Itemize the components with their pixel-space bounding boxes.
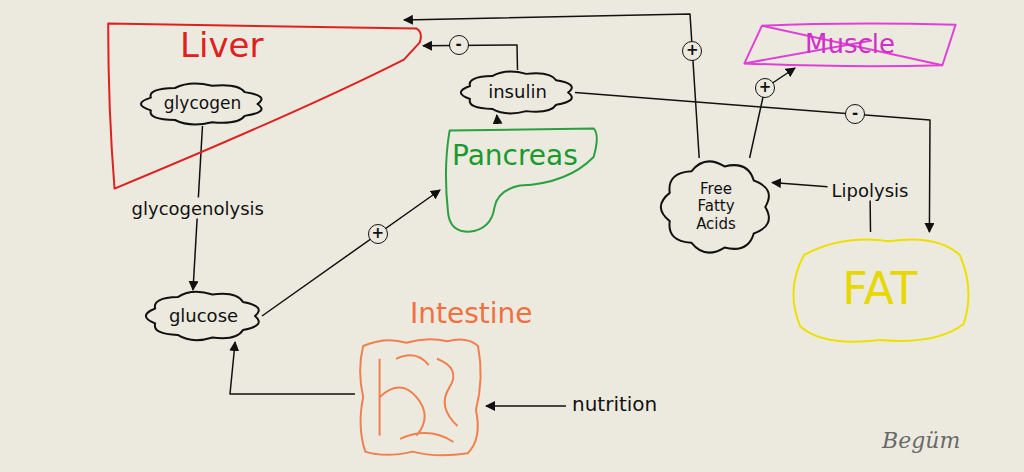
intestine-stroke [360,339,481,455]
pancreas-stroke [446,128,597,231]
cloud-stroke [661,161,769,252]
sign-marker: + [682,41,702,61]
cloud-node: glucose [145,290,262,342]
cloud-node: glycogen [140,82,265,126]
connector-arrow [496,115,498,124]
connector-arrow [575,93,930,233]
node-text: Free Fatty Acids [684,181,748,233]
liver-stroke [108,23,421,188]
organ-intestine: Intestine [355,298,560,458]
node-text: FAT [843,264,918,315]
cloud-stroke [461,72,572,114]
fat-stroke [793,239,968,341]
cloud-stroke [141,84,262,125]
connector-arrow [423,45,518,70]
node-text: glycogen [164,94,241,114]
cloud-node: insulin [460,70,575,115]
cloud-node: Free Fatty Acids [660,158,772,256]
node-text: Pancreas [452,140,578,172]
signature: Begüm [882,428,960,453]
muscle-stroke [744,24,955,67]
leader-line [486,405,566,407]
intestine-stroke [380,355,458,442]
node-text: insulin [488,82,547,103]
organ-pancreas: Pancreas [440,124,600,234]
liver-outline [105,20,423,192]
node-text: Intestine [410,298,533,330]
edge-label: glycogenolysis [128,198,268,219]
edge-label: Lipolysis [828,180,913,201]
organ-liver: Liver glycogen [105,20,423,192]
organ-muscle: Muscle [740,22,960,68]
node-text: Liver [180,26,263,65]
connector-arrow [230,342,355,394]
node-text: Muscle [805,30,895,60]
cloud-stroke [146,292,259,340]
node-text: glucose [169,306,238,327]
sign-marker: - [449,35,469,55]
sign-marker: - [845,104,865,124]
sign-marker: + [755,78,775,98]
sign-marker: + [368,224,388,244]
connector-arrow [750,68,795,158]
input-label: nutrition [572,392,657,416]
muscle-stroke [762,26,942,66]
fat-tissue: FAT [785,232,975,347]
